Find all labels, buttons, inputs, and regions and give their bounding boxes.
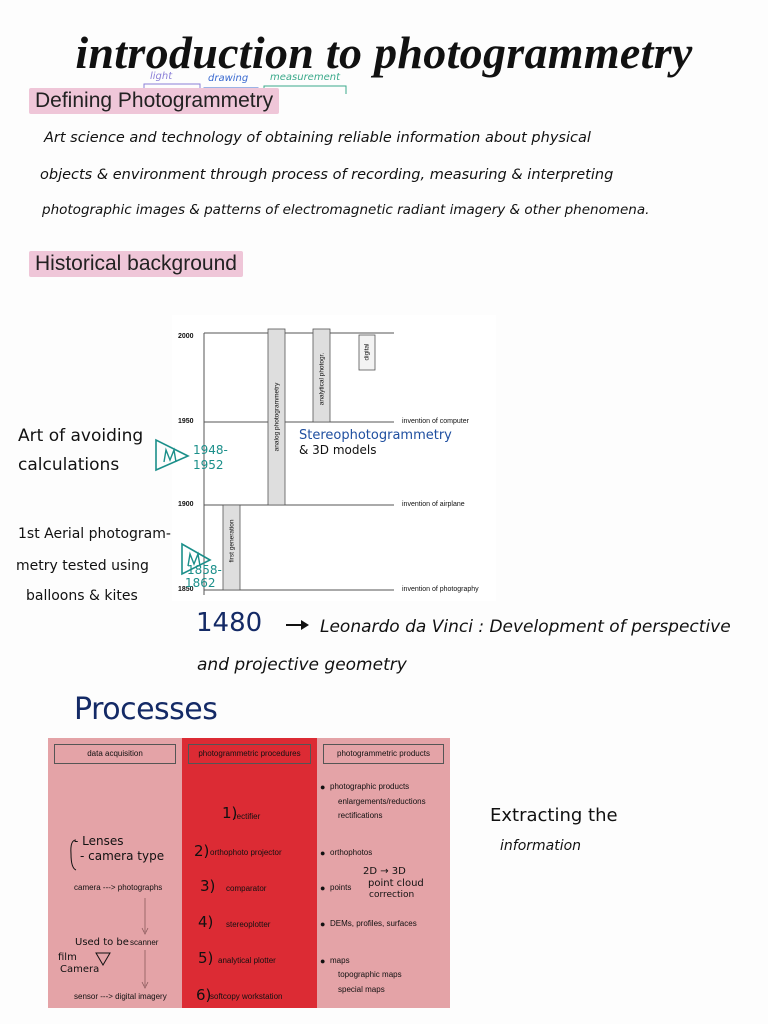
proc-number-4: 4) xyxy=(198,913,214,931)
proc-analytical-plotter: analytical plotter xyxy=(218,956,276,965)
note-film-camera-line-2: Camera xyxy=(60,964,100,975)
bar-digital xyxy=(358,334,376,371)
processes-title: Processes xyxy=(74,692,218,727)
bar-label-digital: digital xyxy=(363,343,371,361)
note-avoiding-line-1: Art of avoiding xyxy=(18,426,144,446)
definition-line-2: objects & environment through process of… xyxy=(40,167,614,183)
prod-orthophotos: orthophotos xyxy=(330,848,373,857)
tick-label-1850: 1850 xyxy=(178,586,194,593)
column-procedures: photogrammetric procedures xyxy=(182,738,317,1008)
note-film-camera-line-1: film xyxy=(58,952,77,963)
proc-number-1: 1) xyxy=(222,804,238,822)
teal-bracket-icon xyxy=(181,542,212,576)
proc-orthophoto-projector: orthophoto projector xyxy=(210,848,282,857)
title-annotation-drawing: drawing xyxy=(208,73,249,84)
prod-maps: maps xyxy=(330,956,350,965)
bar-label-analytical-photogr: analytical photogr. xyxy=(318,352,325,406)
section-heading-defining: Defining Photogrammetry xyxy=(29,88,280,114)
note-point-cloud-line-1: 2D → 3D xyxy=(363,866,406,877)
arrow-right-icon xyxy=(286,620,309,630)
note-leonardo-text: Leonardo da Vinci : Development of persp… xyxy=(320,617,731,637)
acq-scanner: scanner xyxy=(130,938,159,947)
note-avoiding-line-2: calculations xyxy=(18,455,120,475)
note-years-1948: 1948- xyxy=(193,443,228,457)
tick-label-1900: 1900 xyxy=(178,501,194,508)
bar-first-generation xyxy=(222,504,241,591)
note-aerial-line-1: 1st Aerial photogram- xyxy=(18,526,171,542)
note-years-1862: 1862 xyxy=(185,576,216,590)
proc-softcopy-workstation: softcopy workstation xyxy=(210,992,283,1001)
timeline-figure: 2000 1950 1900 1850 invention of compute… xyxy=(172,315,496,601)
teal-bracket-icon xyxy=(155,438,190,472)
prod-photographic: photographic products xyxy=(330,782,410,791)
prod-rectifications: rectifications xyxy=(338,811,383,820)
proc-rectifier: rectifier xyxy=(234,812,261,821)
prod-enlargements: enlargements/reductions xyxy=(338,797,426,806)
bullet-icon: ● xyxy=(320,848,326,858)
down-arrows-icon xyxy=(141,898,149,989)
proc-comparator: comparator xyxy=(226,884,267,893)
title-annotation-measurement: measurement xyxy=(270,72,340,83)
bullet-icon: ● xyxy=(320,956,326,966)
proc-stereoplotter: stereoplotter xyxy=(226,920,271,929)
event-label-photography: invention of photography xyxy=(402,586,479,593)
brace-icon xyxy=(70,839,77,871)
note-extracting-line-1: Extracting the xyxy=(490,805,618,826)
bullet-icon: ● xyxy=(320,782,326,792)
prod-topographic-maps: topographic maps xyxy=(338,970,402,979)
column-data-acquisition: data acquisition xyxy=(48,738,182,1008)
header-data-acquisition: data acquisition xyxy=(54,744,176,764)
bullet-icon: ● xyxy=(320,883,326,893)
acq-sensor: sensor ---> digital imagery xyxy=(74,992,167,1001)
bullet-icon: ● xyxy=(320,919,326,929)
definition-line-3: photographic images & patterns of electr… xyxy=(42,202,650,218)
prod-dems: DEMs, profiles, surfaces xyxy=(330,919,417,928)
page-title: introduction to photogrammetry xyxy=(75,27,693,78)
note-camera-type: - camera type xyxy=(80,849,165,863)
proc-number-2: 2) xyxy=(194,842,210,860)
note-years-1952: 1952 xyxy=(193,458,224,472)
note-stereo-line-1: Stereophotogrammetry xyxy=(299,428,452,443)
event-label-airplane: invention of airplane xyxy=(402,501,465,508)
acq-camera: camera ---> photographs xyxy=(74,883,163,892)
proc-number-5: 5) xyxy=(198,949,214,967)
note-extracting-line-2: information xyxy=(500,838,582,854)
note-used-to-be: Used to be xyxy=(75,937,129,948)
header-products: photogrammetric products xyxy=(323,744,444,764)
note-aerial-line-3: balloons & kites xyxy=(26,588,138,604)
note-stereo-line-2: & 3D models xyxy=(299,443,377,457)
column-products: photogrammetric products xyxy=(317,738,450,1008)
processes-figure: data acquisition photogrammetric procedu… xyxy=(48,738,450,1008)
event-label-computer: invention of computer xyxy=(402,418,469,425)
proc-number-3: 3) xyxy=(200,877,216,895)
note-point-cloud-line-2: point cloud xyxy=(368,878,424,889)
prod-special-maps: special maps xyxy=(338,985,385,994)
timeline-svg xyxy=(203,328,394,595)
note-point-cloud-line-3: correction xyxy=(369,890,415,900)
tick-label-2000: 2000 xyxy=(178,333,194,340)
note-lenses: - Lenses xyxy=(74,834,124,848)
title-annotation-light: light xyxy=(150,71,173,82)
bar-analytical-photogr xyxy=(312,328,331,423)
tick-label-1950: 1950 xyxy=(178,418,194,425)
definition-line-1: Art science and technology of obtaining … xyxy=(44,130,591,146)
section-heading-historical: Historical background xyxy=(29,251,243,277)
note-aerial-line-2: metry tested using xyxy=(16,558,149,574)
note-leonardo-year: 1480 xyxy=(196,608,263,638)
note-leonardo-text-2: and projective geometry xyxy=(197,655,407,675)
bar-analog-photogrammetry xyxy=(267,328,286,506)
bar-label-analog-photogrammetry: analog photogrammetry xyxy=(273,382,280,452)
triangle-icon xyxy=(95,952,111,966)
note-years-1858: 1858- xyxy=(187,563,222,577)
proc-number-6: 6) xyxy=(196,986,212,1004)
prod-points: points xyxy=(330,883,352,892)
header-procedures: photogrammetric procedures xyxy=(188,744,311,764)
bar-label-first-generation: first generation xyxy=(228,519,235,563)
